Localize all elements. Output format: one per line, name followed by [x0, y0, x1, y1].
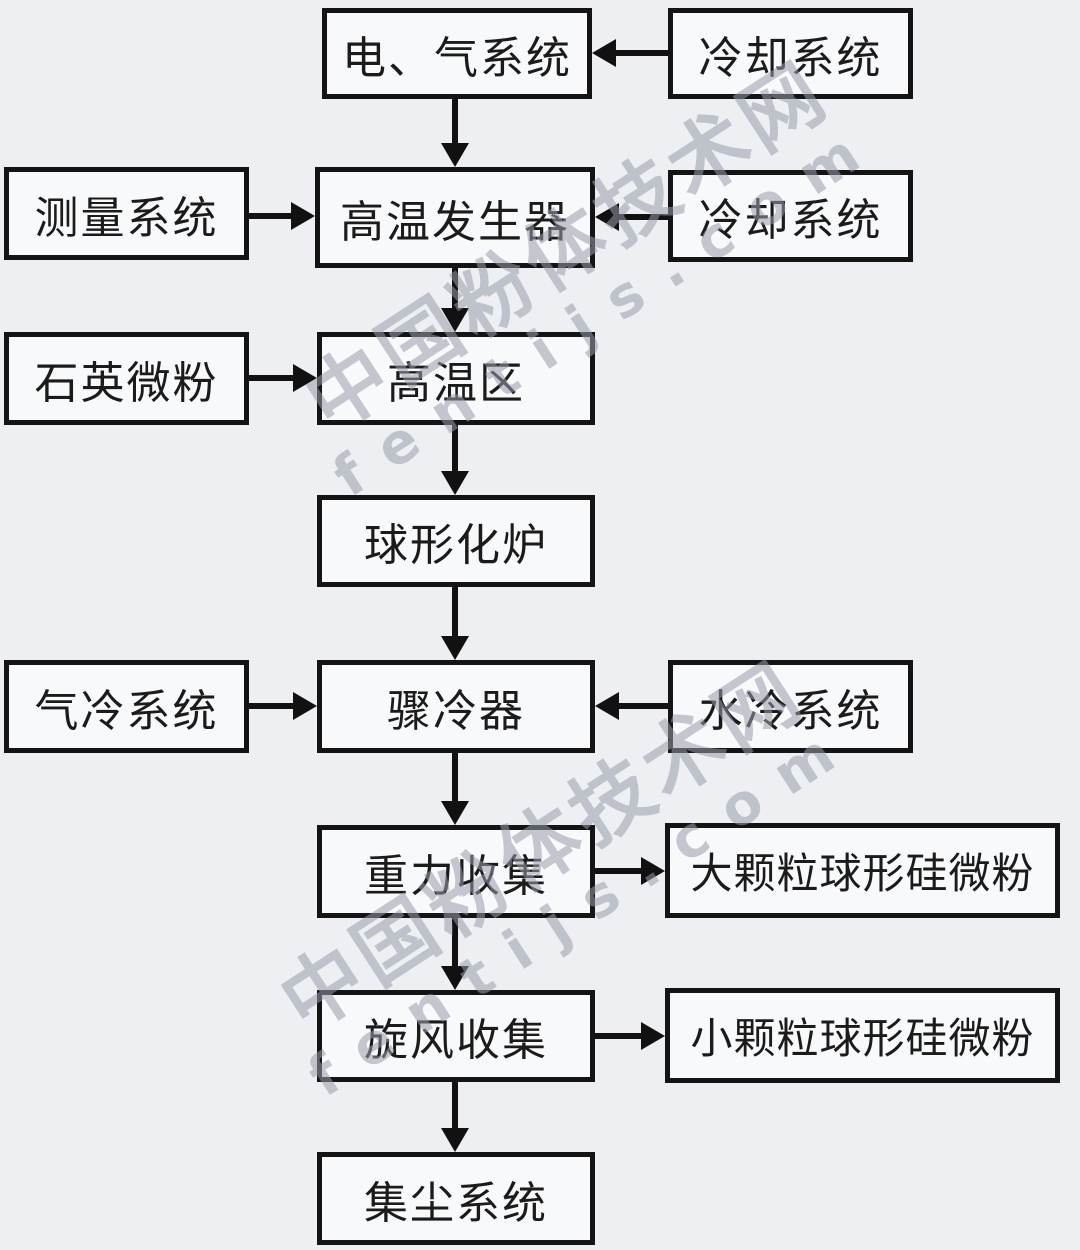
node-label: 旋风收集	[364, 1015, 548, 1066]
node-label: 大颗粒球形硅微粉	[690, 849, 1035, 898]
node-measurement-system: 测量系统	[4, 167, 249, 260]
node-cooling-system-mid: 冷却系统	[668, 170, 913, 262]
node-quartz-powder: 石英微粉	[4, 332, 249, 425]
watermark-upper: 中国粉体技术网 fentijs.com	[276, 38, 894, 511]
node-quench-cooler: 骤冷器	[317, 660, 595, 753]
node-cyclone-collection: 旋风收集	[317, 990, 595, 1082]
node-label: 电、气系统	[342, 32, 572, 84]
node-label: 小颗粒球形硅微粉	[690, 1014, 1035, 1063]
node-dust-collection-system: 集尘系统	[317, 1152, 595, 1245]
node-label: 冷却系统	[698, 195, 883, 246]
node-electric-gas-system: 电、气系统	[322, 8, 592, 99]
node-label: 冷却系统	[698, 32, 883, 84]
node-label: 测量系统	[34, 192, 219, 244]
node-label: 球形化炉	[364, 520, 548, 571]
node-label: 气冷系统	[34, 685, 219, 737]
node-label: 骤冷器	[387, 685, 525, 737]
node-label: 重力收集	[364, 850, 548, 902]
node-gas-cooling-system: 气冷系统	[4, 660, 249, 753]
node-high-temp-generator: 高温发生器	[315, 167, 595, 268]
node-small-particle-spherical-silica: 小颗粒球形硅微粉	[665, 988, 1060, 1083]
node-label: 高温区	[387, 357, 525, 409]
node-label: 水冷系统	[698, 685, 883, 737]
node-label: 石英微粉	[34, 357, 219, 409]
node-cooling-system-top: 冷却系统	[668, 8, 913, 99]
node-label: 集尘系统	[364, 1177, 548, 1229]
node-high-temp-zone: 高温区	[317, 332, 595, 425]
node-large-particle-spherical-silica: 大颗粒球形硅微粉	[665, 823, 1060, 918]
node-spheroidizing-furnace: 球形化炉	[317, 495, 595, 587]
node-gravity-collection: 重力收集	[317, 825, 595, 918]
node-label: 高温发生器	[340, 196, 570, 248]
node-water-cooling-system: 水冷系统	[668, 660, 913, 753]
